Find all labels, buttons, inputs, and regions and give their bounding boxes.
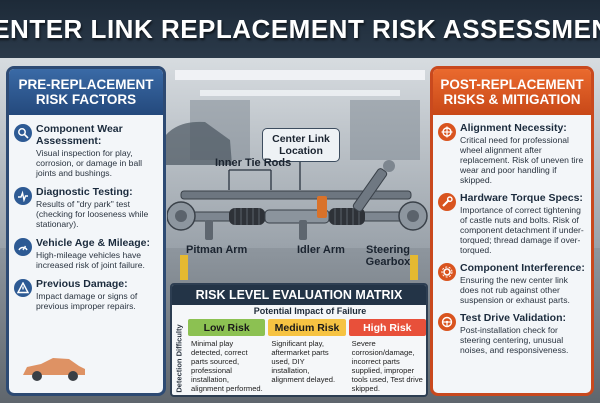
item-text: Visual inspection for play, corrosion, o… <box>36 148 143 178</box>
alignment-icon <box>438 123 456 141</box>
inner-tie-rods-label: Inner Tie Rods <box>215 157 292 169</box>
risk-factor-item: Vehicle Age & Mileage: High-mileage vehi… <box>9 237 163 270</box>
item-title: Component Wear Assessment: <box>36 123 123 147</box>
pre-replacement-panel: PRE-REPLACEMENT RISK FACTORS Component W… <box>6 66 166 396</box>
low-risk-column: Low Risk Minimal play detected, correct … <box>188 319 266 395</box>
inspection-icon <box>14 124 32 142</box>
car-icon <box>23 358 85 381</box>
item-title: Test Drive Validation: <box>460 312 566 324</box>
gauge-icon <box>14 238 32 256</box>
high-risk-column: High Risk Severe corrosion/damage, incor… <box>348 319 426 395</box>
post-replacement-panel: POST-REPLACEMENT RISKS & MITIGATION Alig… <box>430 66 594 396</box>
center-link-callout: Center Link Location <box>262 128 340 162</box>
item-title: Previous Damage: <box>36 278 128 290</box>
mitigation-item: Component Interference: Ensuring the new… <box>433 262 591 305</box>
medium-risk-text: Significant play, aftermarket parts used… <box>271 339 336 384</box>
mitigation-item: Hardware Torque Specs: Importance of cor… <box>433 192 591 255</box>
impact-axis-label: Potential Impact of Failure <box>253 306 367 316</box>
risk-factor-item: Diagnostic Testing: Results of "dry park… <box>9 186 163 229</box>
post-replacement-heading: POST-REPLACEMENT RISKS & MITIGATION <box>433 69 591 115</box>
item-text: Post-installation check for steering cen… <box>460 325 569 355</box>
item-text: Results of "dry park" test (checking for… <box>36 199 149 229</box>
gear-icon <box>438 263 456 281</box>
risk-matrix: RISK LEVEL EVALUATION MATRIX Potential I… <box>170 283 428 397</box>
title-bar: CENTER LINK REPLACEMENT RISK ASSESSMENT <box>0 0 600 58</box>
item-title: Vehicle Age & Mileage: <box>36 237 150 249</box>
item-text: High-mileage vehicles have increased ris… <box>36 250 145 270</box>
high-risk-header: High Risk <box>348 319 426 336</box>
high-risk-text: Severe corrosion/damage, incorrect parts… <box>351 339 423 393</box>
mitigation-item: Test Drive Validation: Post-installation… <box>433 312 591 355</box>
item-title: Alignment Necessity: <box>460 122 567 134</box>
matrix-heading: RISK LEVEL EVALUATION MATRIX <box>172 285 426 305</box>
steering-wheel-icon <box>438 313 456 331</box>
test-icon <box>14 187 32 205</box>
item-title: Hardware Torque Specs: <box>460 192 583 204</box>
wrench-icon <box>438 193 456 211</box>
mitigation-item: Alignment Necessity: Critical need for p… <box>433 122 591 185</box>
pre-replacement-heading: PRE-REPLACEMENT RISK FACTORS <box>9 69 163 115</box>
risk-factor-item: Previous Damage: Impact damage or signs … <box>9 278 163 311</box>
page-title: CENTER LINK REPLACEMENT RISK ASSESSMENT <box>0 13 600 44</box>
item-text: Impact damage or signs of previous impro… <box>36 291 138 311</box>
low-risk-header: Low Risk <box>188 319 266 336</box>
detection-axis-label: Detection Difficulty <box>174 323 184 393</box>
item-text: Ensuring the new center link does not ru… <box>460 275 570 305</box>
item-title: Component Interference: <box>460 262 585 274</box>
warning-icon <box>14 279 32 297</box>
steering-gearbox-label: Steering Gearbox <box>365 244 411 268</box>
idler-arm-label: Idler Arm <box>297 244 345 256</box>
medium-risk-column: Medium Risk Significant play, aftermarke… <box>268 319 346 395</box>
item-text: Importance of correct tightening of cast… <box>460 205 584 255</box>
detection-axis: Detection Difficulty <box>172 319 186 395</box>
low-risk-text: Minimal play detected, correct parts sou… <box>191 339 263 393</box>
item-title: Diagnostic Testing: <box>36 186 133 198</box>
medium-risk-header: Medium Risk <box>268 319 346 336</box>
risk-factor-item: Component Wear Assessment: Visual inspec… <box>9 123 163 178</box>
pitman-arm-label: Pitman Arm <box>186 244 248 256</box>
steering-linkage-diagram <box>167 160 428 240</box>
item-text: Critical need for professional wheel ali… <box>460 135 584 185</box>
